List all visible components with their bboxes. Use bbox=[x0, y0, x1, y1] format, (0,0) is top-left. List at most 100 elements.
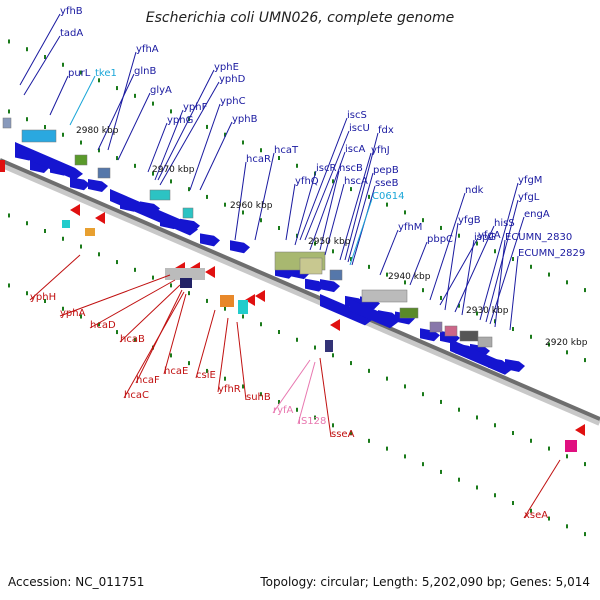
tick-mark bbox=[404, 280, 406, 285]
forward-gene-arrow bbox=[230, 240, 250, 254]
tick-mark bbox=[26, 47, 28, 52]
tick-mark bbox=[206, 124, 208, 129]
leader-line bbox=[23, 35, 61, 96]
tick-mark bbox=[260, 392, 262, 397]
leader-line bbox=[123, 291, 185, 399]
tick-mark bbox=[170, 353, 172, 358]
leader-line bbox=[297, 361, 316, 425]
tick-mark bbox=[80, 70, 82, 75]
tick-mark bbox=[134, 163, 136, 168]
tick-mark bbox=[350, 361, 352, 366]
reverse-gene-arrow bbox=[95, 212, 105, 224]
tick-mark bbox=[8, 283, 10, 288]
leader-line bbox=[479, 182, 519, 321]
label-leader-lines bbox=[19, 13, 561, 519]
leader-line bbox=[107, 51, 137, 151]
tick-mark bbox=[44, 298, 46, 303]
gene-feature-box bbox=[444, 325, 458, 337]
leader-line bbox=[119, 284, 181, 343]
leader-line bbox=[294, 170, 317, 246]
genome-backbone bbox=[0, 158, 600, 426]
tick-mark bbox=[224, 306, 226, 311]
leader-line bbox=[319, 170, 340, 251]
forward-gene-label: yphE bbox=[214, 62, 239, 73]
reverse-gene-label: hcaE bbox=[164, 366, 188, 377]
tick-mark bbox=[98, 322, 100, 327]
tick-mark bbox=[116, 260, 118, 265]
reverse-gene-arrow bbox=[575, 424, 585, 436]
tick-mark bbox=[386, 202, 388, 207]
tick-mark bbox=[404, 210, 406, 215]
leader-line bbox=[254, 152, 275, 241]
gene-feature-box bbox=[329, 269, 343, 281]
reverse-gene-label: hcaF bbox=[136, 375, 160, 386]
tick-mark bbox=[422, 462, 424, 467]
forward-gene-arrow bbox=[320, 294, 373, 326]
leader-line bbox=[195, 309, 216, 379]
gene-feature-box bbox=[399, 307, 419, 319]
tick-mark bbox=[278, 156, 280, 161]
scale-label: 2930 kbp bbox=[466, 306, 509, 316]
tick-mark bbox=[350, 257, 352, 262]
rna-gene-label: C0614 bbox=[372, 191, 404, 202]
accession-text: Accession: NC_011751 bbox=[8, 575, 145, 589]
forward-gene-label: yfgL bbox=[518, 192, 540, 203]
tick-mark bbox=[476, 415, 478, 420]
insertion-element-label: ryfA bbox=[273, 405, 294, 416]
reverse-gene-arrow bbox=[245, 294, 255, 306]
tick-mark bbox=[422, 392, 424, 397]
tick-mark bbox=[494, 493, 496, 498]
leader-line bbox=[454, 225, 495, 313]
reverse-gene-arrow bbox=[205, 266, 215, 278]
gene-feature-box bbox=[238, 300, 248, 314]
tick-mark bbox=[26, 221, 28, 226]
tick-mark bbox=[476, 485, 478, 490]
tick-mark bbox=[386, 446, 388, 451]
gene-feature-box bbox=[62, 220, 70, 228]
forward-gene-label: yphG bbox=[167, 115, 193, 126]
leader-line bbox=[494, 239, 506, 328]
tick-mark bbox=[350, 187, 352, 192]
tick-mark bbox=[278, 330, 280, 335]
tick-mark bbox=[512, 257, 514, 262]
tick-mark bbox=[62, 236, 64, 241]
tick-mark bbox=[440, 469, 442, 474]
forward-gene-label: iscU bbox=[349, 123, 370, 134]
tick-mark bbox=[458, 233, 460, 238]
tick-mark bbox=[80, 314, 82, 319]
tick-mark bbox=[368, 194, 370, 199]
gene-feature-box bbox=[74, 154, 88, 166]
gene-feature-box bbox=[459, 330, 479, 342]
leader-line bbox=[429, 192, 466, 301]
tick-mark bbox=[548, 516, 550, 521]
forward-gene-label: iscA bbox=[345, 144, 365, 155]
forward-gene-label: hisS bbox=[494, 218, 515, 229]
tick-mark bbox=[458, 477, 460, 482]
reverse-gene-arrow bbox=[255, 290, 265, 302]
forward-gene-label: yfhA bbox=[136, 44, 159, 55]
tick-mark bbox=[296, 407, 298, 412]
tick-mark bbox=[422, 288, 424, 293]
forward-gene-arrow bbox=[200, 233, 220, 247]
scale-label: 2960 kbp bbox=[230, 201, 273, 211]
tick-mark bbox=[116, 330, 118, 335]
tick-mark bbox=[26, 291, 28, 296]
reverse-gene-label: hcaB bbox=[120, 334, 145, 345]
leader-line bbox=[523, 459, 561, 519]
forward-gene-label: purL bbox=[68, 68, 91, 79]
reverse-gene-label: hcaC bbox=[124, 390, 149, 401]
gene-feature-box bbox=[299, 257, 323, 275]
tick-mark bbox=[548, 446, 550, 451]
tick-mark bbox=[152, 101, 154, 106]
tick-mark bbox=[530, 334, 532, 339]
tick-mark bbox=[494, 319, 496, 324]
leader-line bbox=[29, 254, 81, 301]
tick-mark bbox=[548, 272, 550, 277]
tick-mark bbox=[566, 280, 568, 285]
forward-gene-label: yfhQ bbox=[295, 176, 319, 187]
leader-line bbox=[236, 321, 247, 401]
tick-mark bbox=[440, 399, 442, 404]
tick-mark bbox=[368, 438, 370, 443]
tick-mark bbox=[170, 179, 172, 184]
tick-mark bbox=[206, 368, 208, 373]
